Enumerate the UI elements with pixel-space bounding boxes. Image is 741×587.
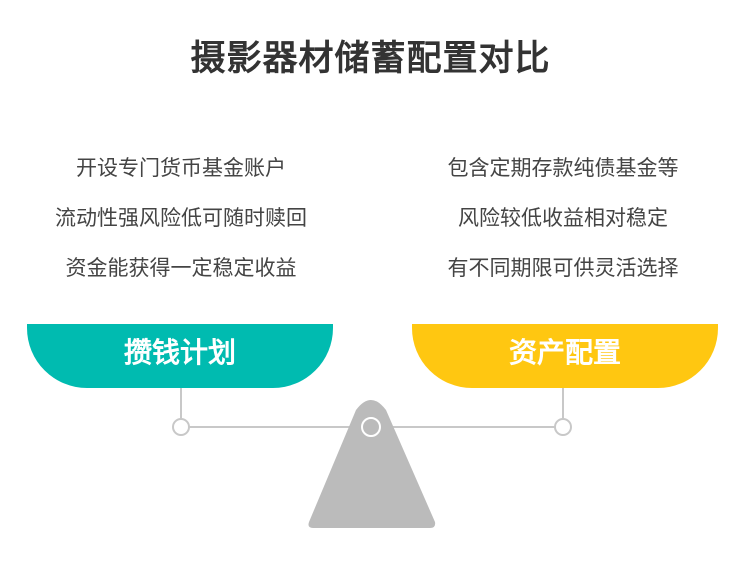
left-pan: 攒钱计划 (27, 324, 333, 388)
left-line: 流动性强风险低可随时赎回 (55, 206, 307, 230)
left-line: 开设专门货币基金账户 (76, 156, 286, 180)
fulcrum (308, 400, 436, 528)
right-line: 包含定期存款纯债基金等 (447, 156, 679, 180)
right-joint (554, 418, 572, 436)
right-line: 风险较低收益相对稳定 (458, 206, 668, 230)
left-joint (172, 418, 190, 436)
right-line: 有不同期限可供灵活选择 (447, 256, 679, 280)
right-description: 包含定期存款纯债基金等 风险较低收益相对稳定 有不同期限可供灵活选择 (393, 150, 733, 300)
right-label: 资产配置 (508, 336, 621, 369)
left-label: 攒钱计划 (123, 336, 236, 369)
pivot-circle (361, 417, 381, 437)
page-title: 摄影器材储蓄配置对比 (190, 39, 551, 79)
left-description: 开设专门货币基金账户 流动性强风险低可随时赎回 资金能获得一定稳定收益 (11, 150, 351, 300)
left-line: 资金能获得一定稳定收益 (65, 256, 297, 280)
right-pan: 资产配置 (412, 324, 718, 388)
